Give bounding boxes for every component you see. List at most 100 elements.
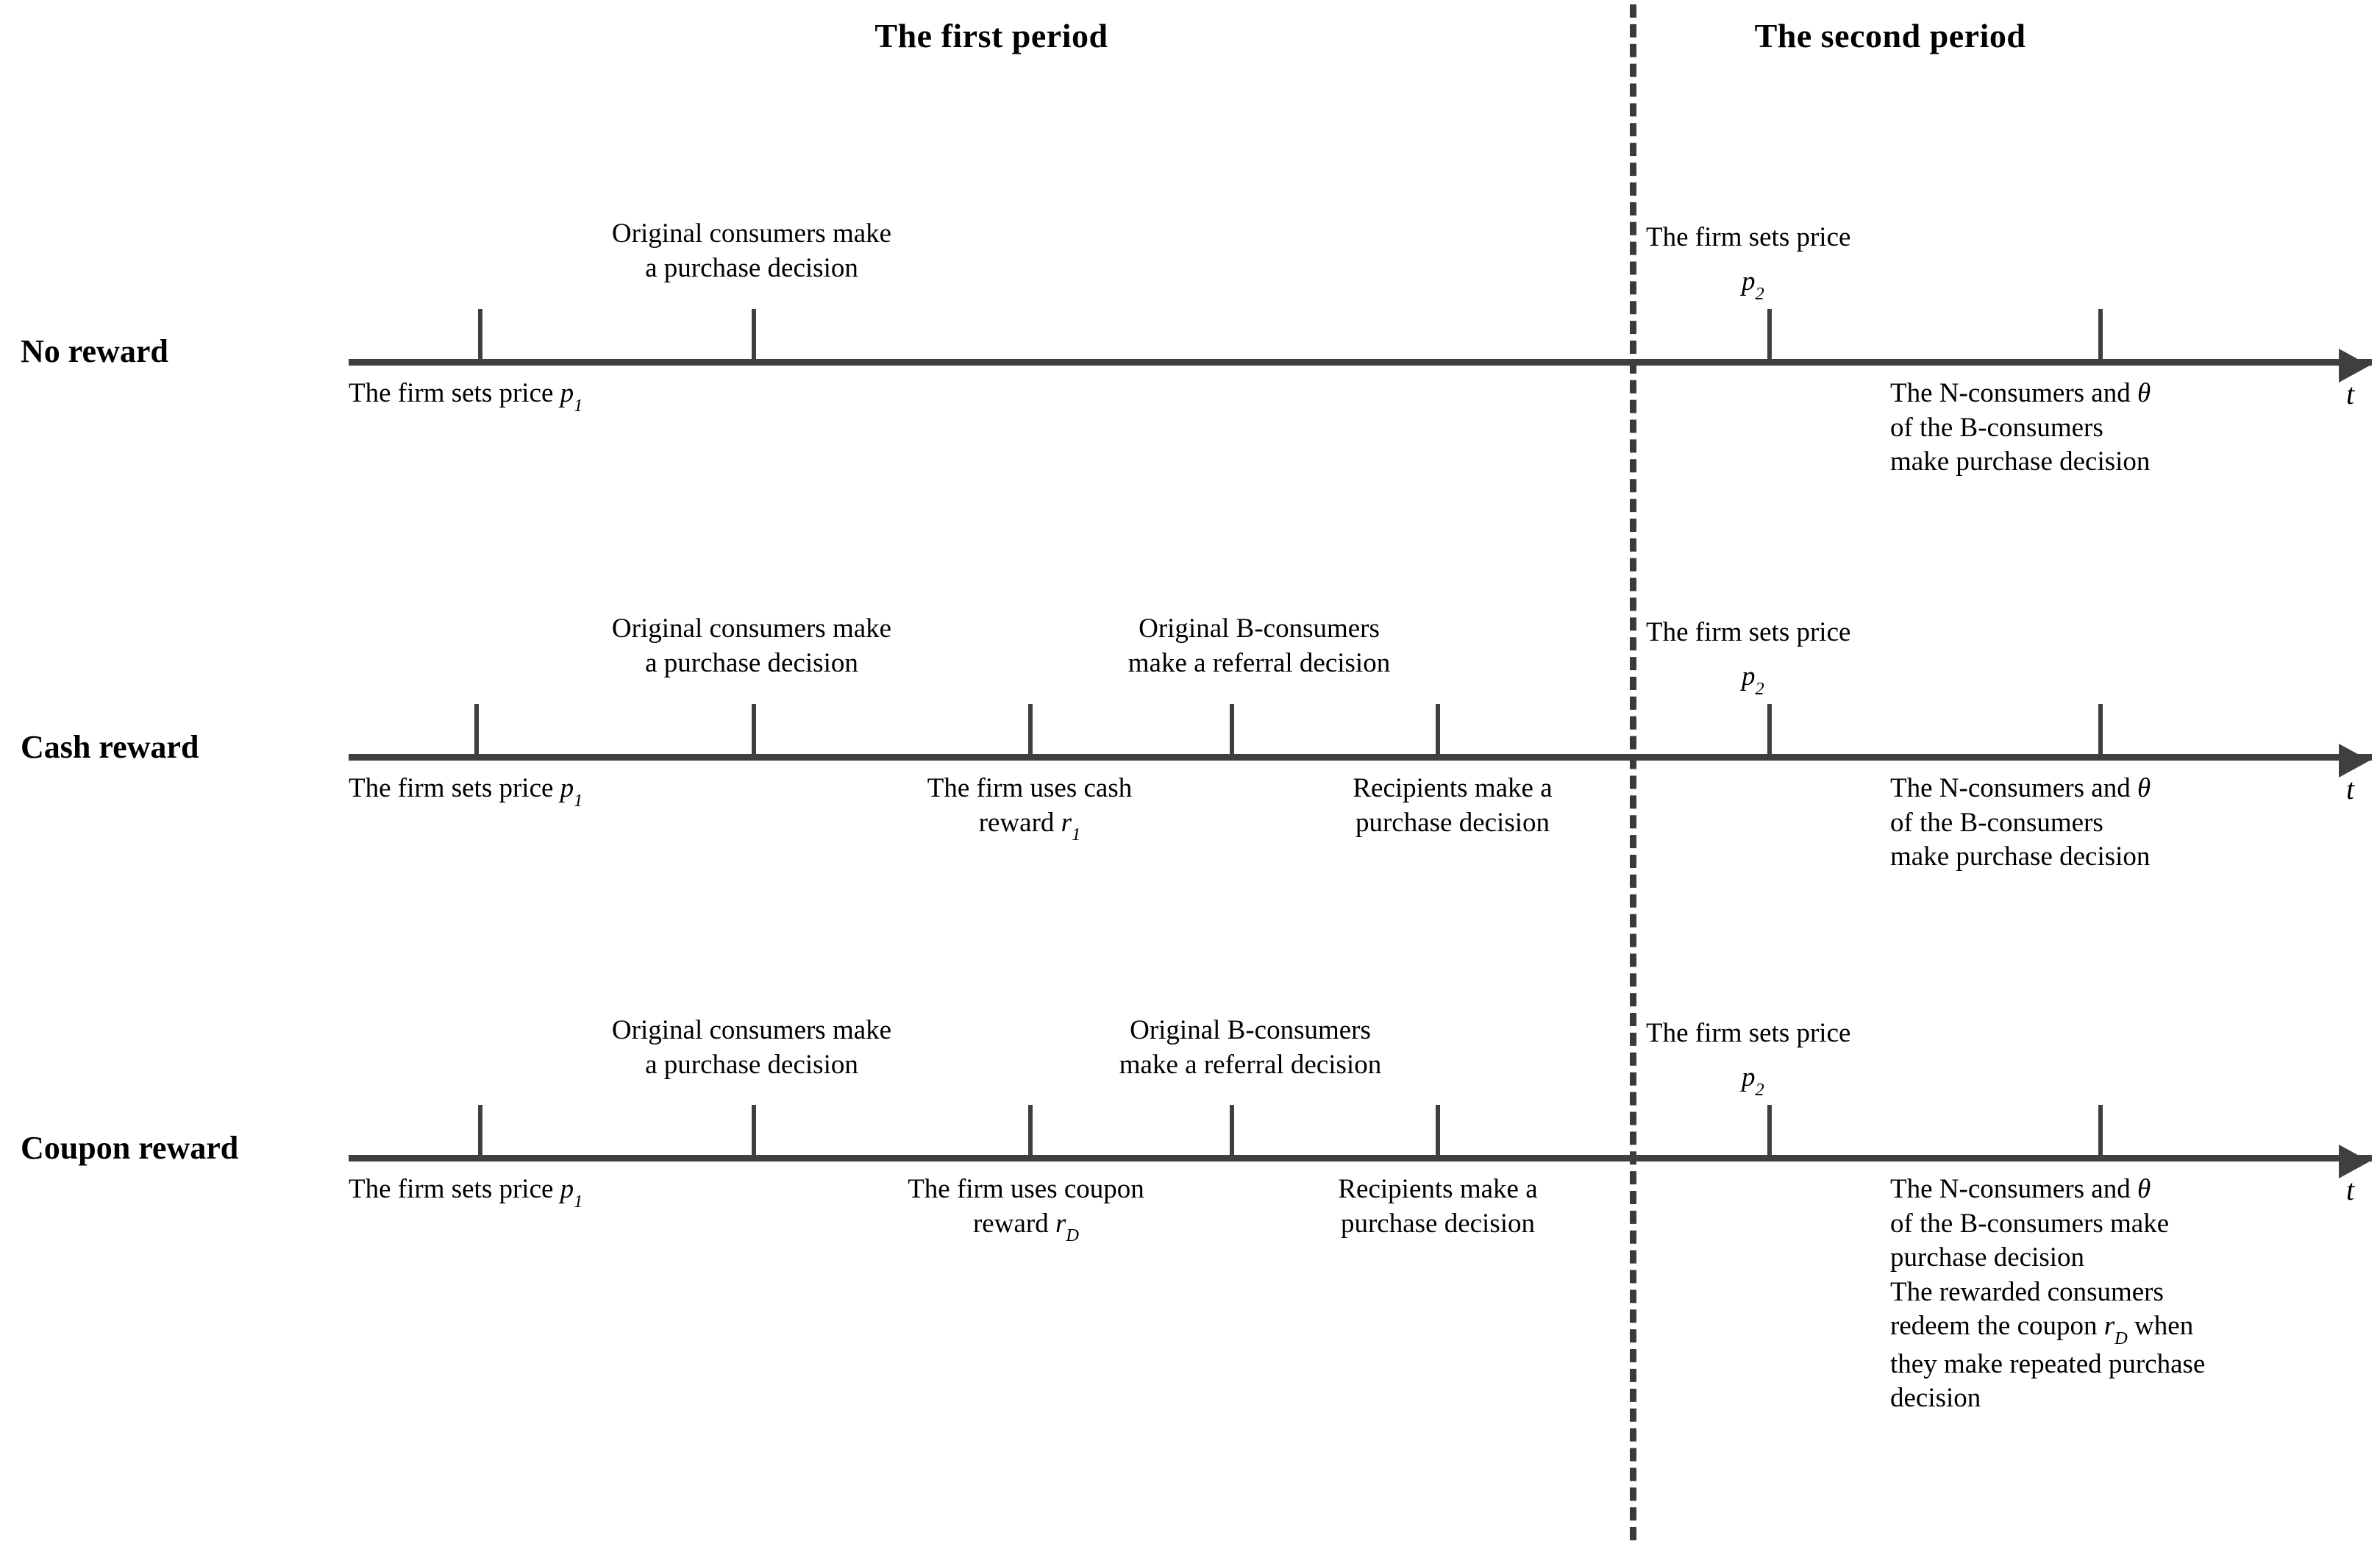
- caption-original-consumers-purchase: Original consumers make a purchase decis…: [612, 612, 891, 680]
- caption-line: of the B-consumers: [1890, 807, 2103, 838]
- caption-line: a purchase decision: [645, 647, 858, 678]
- tick-mark: [1767, 309, 1772, 359]
- axis-variable-no-reward: t: [2346, 377, 2355, 410]
- caption-p2-symbol: p2: [1742, 265, 1764, 304]
- caption-line: reward rD: [972, 1208, 1079, 1246]
- price-variable: p: [560, 1174, 574, 1204]
- tick-mark: [1436, 704, 1440, 754]
- caption-second-period-coupon-block: The N-consumers and θ of the B-consumers…: [1890, 1173, 2205, 1416]
- row-label-coupon-reward: Coupon reward: [21, 1130, 239, 1166]
- theta-symbol: θ: [2137, 378, 2151, 408]
- caption-p2-symbol: p2: [1742, 660, 1764, 699]
- caption-line: they make repeated purchase: [1890, 1348, 2206, 1379]
- caption-line: The N-consumers and θ: [1890, 1174, 2151, 1204]
- axis-variable-cash-reward: t: [2346, 772, 2355, 805]
- tick-mark: [1436, 1105, 1440, 1155]
- caption-line: a purchase decision: [645, 1049, 858, 1080]
- caption-recipients-purchase: Recipients make a purchase decision: [1338, 1173, 1537, 1241]
- caption-p2-symbol: p2: [1742, 1061, 1764, 1100]
- caption-line: The firm uses coupon: [908, 1174, 1144, 1204]
- price-subscript: 1: [574, 1191, 583, 1212]
- caption-line: The firm sets price: [1646, 617, 1851, 647]
- caption-second-period-purchase: The N-consumers and θ of the B-consumers…: [1890, 772, 2151, 875]
- price-subscript: 2: [1755, 1079, 1764, 1100]
- caption-line: of the B-consumers make: [1890, 1208, 2170, 1239]
- price-variable: p: [560, 378, 574, 408]
- caption-firm-sets-price-p2: The firm sets price: [1646, 1017, 1850, 1051]
- caption-line: Recipients make a: [1338, 1174, 1538, 1204]
- caption-original-consumers-purchase: Original consumers make a purchase decis…: [612, 1014, 891, 1082]
- caption-line: Original B-consumers: [1139, 613, 1380, 644]
- caption-line: reward r1: [978, 807, 1081, 845]
- caption-line: The N-consumers and θ: [1890, 773, 2151, 803]
- tick-mark: [2098, 704, 2103, 754]
- axis-line-coupon-reward: [349, 1155, 2372, 1161]
- theta-symbol: θ: [2137, 773, 2151, 803]
- axis-arrow-cash-reward: [2339, 744, 2370, 778]
- axis-variable-coupon-reward: t: [2346, 1173, 2355, 1206]
- caption-line: a purchase decision: [645, 252, 858, 283]
- caption-line: Recipients make a: [1353, 773, 1553, 803]
- reward-subscript: D: [2114, 1328, 2128, 1349]
- tick-mark: [1230, 1105, 1234, 1155]
- price-subscript: 2: [1755, 678, 1764, 699]
- caption-firm-uses-coupon-reward: The firm uses coupon reward rD: [908, 1173, 1144, 1245]
- axis-arrow-no-reward: [2339, 349, 2370, 383]
- period-divider: [1630, 4, 1636, 1540]
- tick-mark: [1028, 704, 1033, 754]
- row-label-cash-reward: Cash reward: [21, 729, 199, 765]
- price-variable: p: [560, 773, 574, 803]
- tick-mark: [474, 704, 479, 754]
- theta-symbol: θ: [2137, 1174, 2151, 1204]
- axis-line-no-reward: [349, 359, 2372, 366]
- tick-mark: [752, 1105, 756, 1155]
- caption-line: of the B-consumers: [1890, 412, 2103, 443]
- caption-firm-sets-price-p1: The firm sets price p1: [349, 772, 583, 811]
- caption-line: purchase decision: [1355, 807, 1550, 838]
- caption-line: decision: [1890, 1383, 1981, 1414]
- caption-recipients-purchase: Recipients make a purchase decision: [1353, 772, 1552, 840]
- tick-mark: [752, 309, 756, 359]
- caption-line: Original consumers make: [611, 1015, 892, 1045]
- caption-line: The rewarded consumers: [1890, 1276, 2164, 1307]
- tick-mark: [478, 309, 482, 359]
- reward-subscript: 1: [1072, 825, 1081, 845]
- caption-line: make purchase decision: [1890, 447, 2151, 477]
- row-label-no-reward: No reward: [21, 333, 168, 369]
- price-subscript: 1: [574, 395, 583, 416]
- caption-line: The firm uses cash: [927, 773, 1133, 803]
- caption-text: The firm sets price: [349, 1174, 560, 1204]
- caption-firm-sets-price-p1: The firm sets price p1: [349, 1173, 583, 1212]
- caption-second-period-purchase: The N-consumers and θ of the B-consumers…: [1890, 377, 2151, 480]
- caption-line: The N-consumers and θ: [1890, 378, 2151, 408]
- caption-firm-sets-price-p1: The firm sets price p1: [349, 377, 583, 416]
- axis-line-cash-reward: [349, 754, 2372, 761]
- caption-line: The firm sets price: [1646, 1018, 1851, 1048]
- reward-variable: r: [2103, 1311, 2115, 1342]
- caption-line: The firm sets price: [1646, 222, 1851, 252]
- price-variable: p: [1742, 661, 1756, 691]
- caption-firm-uses-cash-reward: The firm uses cash reward r1: [927, 772, 1132, 844]
- caption-firm-sets-price-p2: The firm sets price: [1646, 221, 1850, 255]
- period-title-second: The second period: [1754, 17, 2026, 54]
- reward-variable: r: [1055, 1208, 1066, 1239]
- price-variable: p: [1742, 266, 1756, 296]
- caption-line: redeem the coupon rD when: [1890, 1311, 2194, 1349]
- tick-mark: [752, 704, 756, 754]
- caption-line: make a referral decision: [1119, 1049, 1382, 1080]
- reward-variable: r: [1061, 807, 1072, 838]
- reward-subscript: D: [1066, 1225, 1079, 1246]
- tick-mark: [1767, 1105, 1772, 1155]
- caption-text: The firm sets price: [349, 378, 560, 408]
- caption-line: Original consumers make: [611, 218, 892, 249]
- price-subscript: 1: [574, 790, 583, 811]
- tick-mark: [1028, 1105, 1033, 1155]
- caption-line: purchase decision: [1890, 1242, 2085, 1273]
- caption-line: Original consumers make: [611, 613, 892, 644]
- caption-line: Original B-consumers: [1130, 1015, 1371, 1045]
- price-variable: p: [1742, 1062, 1756, 1092]
- caption-line: make purchase decision: [1890, 842, 2151, 872]
- caption-firm-sets-price-p2: The firm sets price: [1646, 616, 1850, 650]
- caption-line: make a referral decision: [1127, 647, 1391, 678]
